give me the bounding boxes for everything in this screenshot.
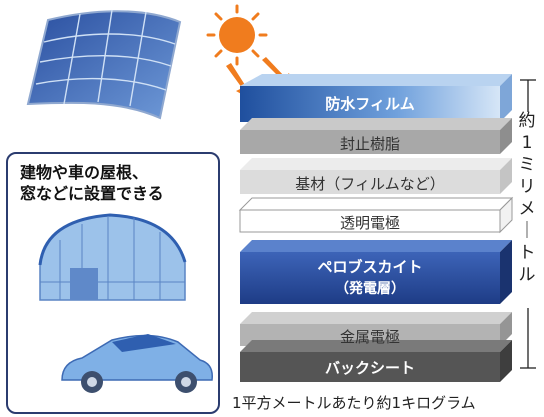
car-icon (61, 334, 213, 393)
layer-sealing-resin (240, 118, 512, 154)
thickness-char: 約 (518, 111, 536, 131)
layer-stack (238, 74, 514, 382)
layer-substrate (240, 158, 512, 194)
label-substrate: 基材（フィルムなど） (295, 175, 445, 193)
install-locations-box (6, 152, 220, 414)
label-waterproof-film: 防水フィルム (325, 95, 415, 113)
greenhouse-icon (38, 213, 187, 301)
thickness-char: ｜ (518, 221, 536, 241)
thickness-char: ミ (518, 155, 536, 175)
install-locations-text: 建物や車の屋根、 窓などに設置できる (20, 163, 164, 203)
flexible-solar-panel-icon (26, 9, 182, 120)
label-perovskite: ペロブスカイト (317, 258, 423, 276)
thickness-char: リ (518, 177, 536, 197)
thickness-char: 1 (521, 133, 533, 153)
label-backsheet: バックシート (324, 359, 415, 377)
thickness-bracket (520, 79, 536, 369)
label-transparent-electrode: 透明電極 (339, 214, 400, 232)
sun-icon (206, 4, 268, 66)
label-sealing-resin: 封止樹脂 (339, 135, 400, 153)
label-perovskite-sub: （発電層） (335, 281, 405, 297)
label-metal-electrode: 金属電極 (339, 328, 400, 346)
layer-transparent-electrode (238, 196, 514, 234)
weight-caption: 1平方メートルあたり約1キログラム (232, 394, 476, 412)
thickness-char: ト (518, 243, 536, 263)
thickness-char: ル (518, 265, 536, 285)
layer-perovskite (240, 240, 512, 304)
thickness-char: メ (518, 199, 536, 219)
layer-backsheet (240, 340, 512, 382)
